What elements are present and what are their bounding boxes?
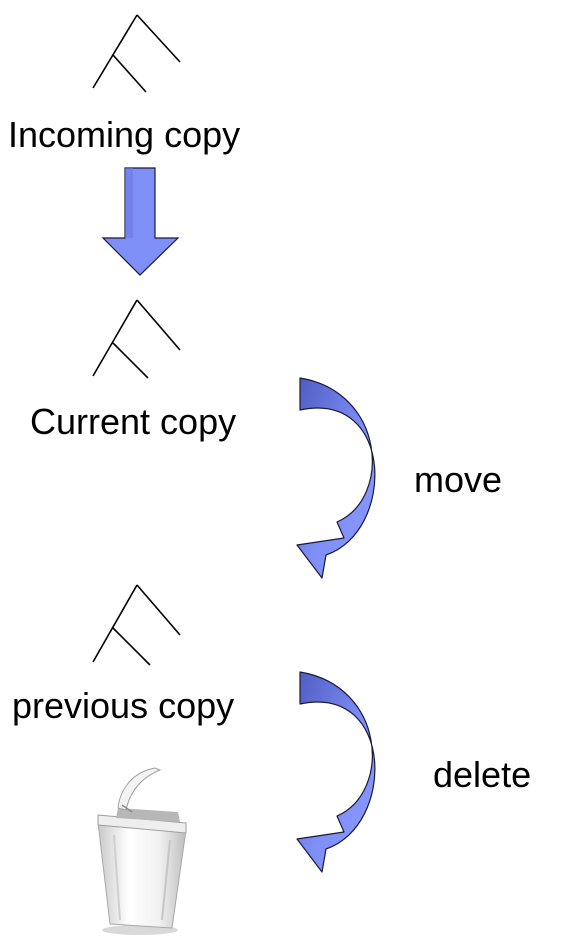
curved-arrow-icon [296, 671, 376, 873]
tree-icon [92, 584, 181, 666]
label-move: move [414, 459, 503, 500]
label-current-copy: Current copy [30, 401, 237, 442]
tree-icon [92, 299, 181, 379]
label-previous-copy: previous copy [12, 685, 235, 726]
label-incoming-copy: Incoming copy [8, 114, 241, 155]
curved-arrow-icon [296, 377, 376, 579]
label-delete: delete [433, 754, 532, 795]
down-arrow-icon [101, 167, 180, 276]
tree-icon [92, 14, 181, 93]
trash-can-icon [97, 767, 187, 935]
